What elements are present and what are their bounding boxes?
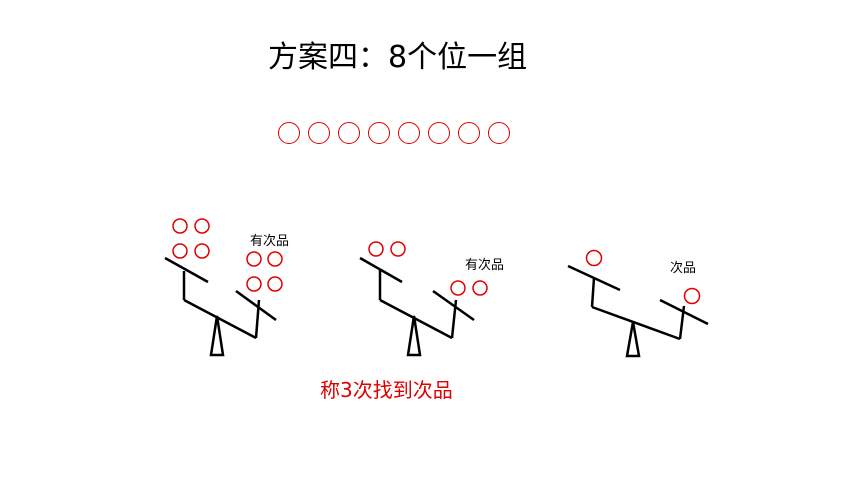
ball	[368, 241, 384, 257]
ball	[267, 251, 283, 267]
right-pan	[659, 298, 709, 326]
ball	[246, 251, 262, 267]
ball	[172, 218, 188, 234]
ball	[194, 218, 210, 234]
result-text: 称3次找到次品	[320, 378, 453, 402]
ball	[172, 243, 188, 259]
scale-1-label: 有次品	[250, 234, 290, 249]
left-arm	[590, 277, 596, 308]
ball	[267, 276, 283, 292]
ball-8	[488, 122, 510, 144]
scale-3-balls	[585, 249, 701, 305]
ball	[472, 280, 488, 296]
ball-row	[278, 122, 510, 144]
fulcrum	[209, 315, 225, 357]
right-pan	[432, 289, 475, 322]
scale-2-label: 有次品	[465, 258, 505, 273]
ball	[246, 276, 262, 292]
ball-5	[398, 122, 420, 144]
left-pan	[164, 256, 209, 284]
ball-7	[458, 122, 480, 144]
ball	[683, 287, 701, 305]
ball-2	[308, 122, 330, 144]
ball	[194, 243, 210, 259]
ball	[585, 249, 603, 267]
ball-6	[428, 122, 450, 144]
ball	[450, 280, 466, 296]
ball	[390, 241, 406, 257]
balance-scale-1	[164, 256, 277, 357]
beam	[183, 298, 257, 340]
balance-scale-2	[359, 256, 475, 357]
fulcrum	[625, 321, 641, 358]
beam	[379, 298, 453, 340]
scale-1-balls	[172, 218, 283, 292]
page-title: 方案四：8个位一组	[268, 40, 528, 75]
beam	[591, 305, 681, 341]
ball-4	[368, 122, 390, 144]
ball-3	[338, 122, 360, 144]
right-pan	[235, 289, 277, 322]
fulcrum	[406, 315, 422, 357]
balance-scale-3	[567, 264, 709, 358]
scale-2-balls	[368, 241, 488, 296]
scale-3-label: 次品	[670, 261, 697, 276]
ball-1	[278, 122, 300, 144]
